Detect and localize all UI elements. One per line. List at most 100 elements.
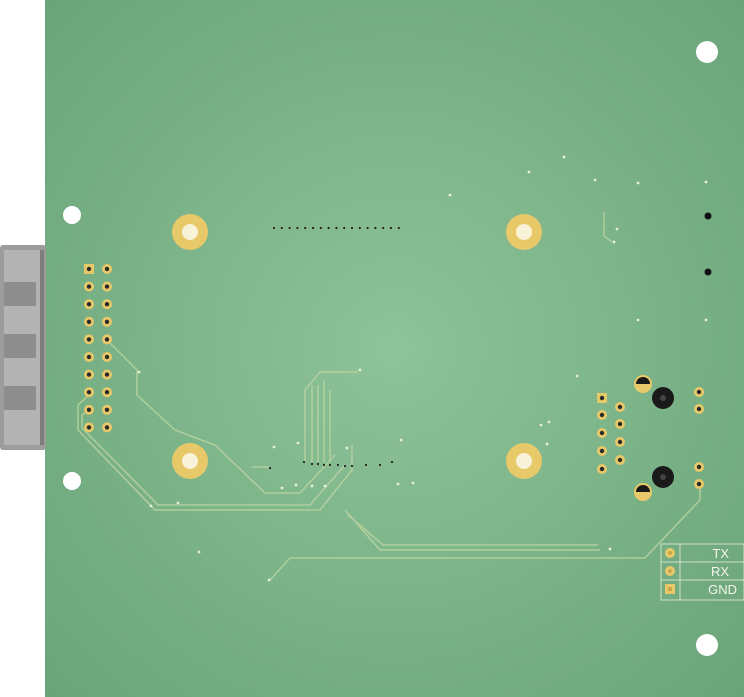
mounting-screws [634,212,712,501]
via [593,178,597,182]
via [562,155,566,159]
ic-pad [272,226,276,230]
via [296,441,300,445]
serial-header: TX RX GND [660,543,744,601]
dsub-pad [694,479,704,489]
via [399,438,403,442]
via [149,504,153,508]
header-pin [102,316,112,327]
header-pin [84,264,94,274]
header-pin [84,299,94,310]
ic-pad [296,226,299,230]
dsub-pad [597,446,607,456]
via [137,370,141,374]
header-pin [102,404,112,415]
serial-tx-label: TX [712,546,729,561]
header-pin [102,352,112,362]
standoff-pads [172,214,542,479]
ic-pad [350,464,354,468]
serial-gnd-label: GND [708,582,737,597]
dsub-pad [694,462,704,472]
header-pin [102,299,112,310]
ic-pad [397,226,400,230]
ic-pad [382,226,385,230]
via [448,193,452,197]
via [294,483,298,487]
via [197,550,201,554]
header-pin [84,316,94,327]
ic-pad [358,226,361,230]
via [612,240,616,244]
via [636,318,640,322]
via [323,484,327,488]
via [636,181,640,185]
ic-pad [311,226,315,230]
header-pin [102,281,112,292]
dsub-pad [694,387,704,397]
ic-pad [343,464,347,468]
ic-pad [327,226,330,230]
dsub-pad [615,419,625,429]
dsub-pad [597,428,607,438]
via [310,484,314,488]
edge-connector [0,245,46,450]
via [539,423,543,427]
header-pin [84,334,94,345]
header-pin [102,387,112,398]
header-pin [84,422,94,433]
ic-pad [389,226,393,230]
ic-pad [350,226,354,230]
ic-pad [288,226,291,230]
header-pin [84,369,94,380]
via [545,442,549,446]
via [704,180,708,184]
via [396,482,400,486]
via [345,446,349,450]
header-pin [84,352,94,362]
ic-pad-row [268,226,400,470]
ic-pad [335,226,338,230]
dsub-connector-pads [597,387,704,489]
header-pin [84,387,94,398]
header-pin [84,404,94,415]
copper-traces [77,212,701,581]
dsub-pad [615,402,625,412]
dsub-pad [597,410,607,420]
serial-rx-label: RX [711,564,729,579]
dsub-pad [615,455,625,465]
ic-pad [390,460,394,464]
ic-pad [316,462,320,466]
ic-pad [343,226,346,230]
header-pin [102,422,112,433]
dsub-pad [694,404,704,414]
ic-pad [328,463,332,467]
ic-pad [304,226,307,230]
ic-pad [336,463,340,467]
via [704,318,708,322]
ic-pad [374,226,377,230]
pcb-substrate [45,0,744,697]
ic-pad [364,463,368,467]
ic-pad [280,226,283,230]
via [176,501,180,505]
via [575,374,579,378]
ic-pad [366,226,369,230]
ic-pad [378,463,382,467]
header-pin [84,281,94,292]
ic-pad [310,462,314,466]
pin-header-2x10 [84,264,112,433]
vias [137,155,708,582]
via [272,445,276,449]
dsub-pad [597,464,607,474]
via [547,420,551,424]
ic-pad [322,463,326,467]
ic-pad [268,466,272,470]
ic-pad [319,226,322,230]
via [411,481,415,485]
via [280,486,284,490]
mounting-holes [63,41,718,656]
header-pin [102,264,112,274]
via [267,578,271,582]
via [608,547,612,551]
